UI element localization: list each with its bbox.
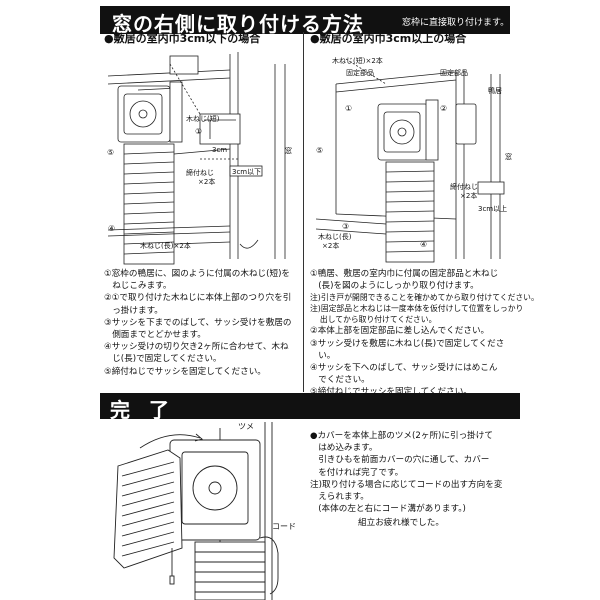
page-title: 窓の右側に取り付ける方法 <box>112 12 364 36</box>
step-line: えられます。 <box>310 492 369 503</box>
left-heading: ●敷居の室内巾3cm以下の場合 <box>104 32 261 45</box>
left-label-step-1: ① <box>195 127 203 136</box>
step-line: (本体の左と右にコード溝があります。) <box>310 504 466 515</box>
left-label-wood-screw-short: 木ねじ(短) <box>186 115 220 123</box>
right-label-wood-screw-long: 木ねじ(長) <box>318 233 352 241</box>
left-label-tighten-screw: 締付ねじ <box>186 169 214 177</box>
left-steps: ①窓枠の鴨居に、図のように付属の木ねじ(短)を ねじこみます。 ②①で取り付けた… <box>104 268 302 378</box>
right-steps: ①鴨居、敷居の室内巾に付属の固定部品と木ねじ (長)を図のようにしっかり取り付け… <box>310 268 539 399</box>
right-label-fixing-part: 固定部品 <box>346 69 374 77</box>
complete-steps: ●カバーを本体上部のツメ(2ヶ所)に引っ掛けて はめ込みます。 引きひもを前面カ… <box>310 430 520 515</box>
right-label-tighten-screw: 締付ねじ <box>450 183 478 191</box>
left-label-wood-screw-long: 木ねじ(長)×2本 <box>140 242 191 250</box>
note-line: 注)引き戸が開閉できることを確かめてから取り付けてください。 <box>310 293 539 303</box>
complete-header: 完 了 <box>100 393 520 422</box>
right-label-x2: ×2本 <box>460 192 478 200</box>
right-label-fixing-part-2: 固定部品 <box>440 69 468 77</box>
right-diagram <box>315 58 505 263</box>
step-line: 注)取り付ける場合に応じてコードの出す方向を変 <box>310 479 503 490</box>
step-line: ④サッシ受けの切り欠き2ヶ所に合わせて、木ね <box>104 342 289 353</box>
page-subtitle: 窓枠に直接取り付けます。 <box>402 18 510 28</box>
step-line: を付ければ完了です。 <box>310 467 404 478</box>
note-line: 注)固定部品と木ねじは一度本体を仮付けして位置をしっかり <box>310 304 524 314</box>
page-header: 窓の右側に取り付ける方法 窓枠に直接取り付けます。 <box>100 6 510 36</box>
step-line: ④サッシを下へのばして、サッシ受けにはめこん <box>310 363 498 374</box>
right-label-window: 窓 <box>505 153 512 161</box>
right-label-wood-screw-short: 木ねじ(短)×2本 <box>332 57 383 65</box>
step-line: ③サッシを下までのばして、サッシ受けを敷居の <box>104 317 292 328</box>
right-heading: ●敷居の室内巾3cm以上の場合 <box>310 32 467 45</box>
step-line: 側面までとどかせます。 <box>104 330 206 341</box>
step-line: ②①で取り付けた木ねじに本体上部のつり穴を引 <box>104 293 292 304</box>
right-label-step-5: ⑤ <box>316 146 324 155</box>
step-line: 引きひもを前面カバーの穴に通して、カバー <box>310 455 490 466</box>
left-label-step-4: ④ <box>108 224 116 233</box>
step-line: ●カバーを本体上部のツメ(2ヶ所)に引っ掛けて <box>310 431 493 441</box>
note-line: 出してから取り付けてください。 <box>310 315 437 325</box>
right-label-step-4: ④ <box>420 240 428 249</box>
step-line: ⑤締付ねじでサッシを固定してください。 <box>104 366 266 377</box>
left-label-3cm-below: 3cm以下 <box>232 168 262 176</box>
right-label-step-2: ② <box>440 104 448 113</box>
left-label-3cm: 3cm <box>212 146 228 154</box>
step-line: でください。 <box>310 375 370 386</box>
column-divider <box>303 32 304 392</box>
step-line: い。 <box>310 350 336 361</box>
step-line: ⑤締付ねじでサッシを固定してください。 <box>310 386 520 398</box>
step-line: ①鴨居、敷居の室内巾に付属の固定部品と木ねじ <box>310 269 499 279</box>
right-label-3cm-above: 3cm以上 <box>478 205 508 213</box>
left-label-step-5: ⑤ <box>107 148 115 157</box>
complete-diagram <box>113 422 279 600</box>
left-label-window: 窓 <box>285 147 292 155</box>
step-line: ①窓枠の鴨居に、図のように付属の木ねじ(短)を <box>104 269 291 279</box>
right-label-step-3: ③ <box>342 222 350 231</box>
complete-title: 完 了 <box>110 398 175 422</box>
step-line: じ(長)で固定してください。 <box>104 354 222 365</box>
thanks-message: 組立お疲れ様でした。 <box>358 518 444 528</box>
step-line: ねじこみます。 <box>104 281 172 292</box>
label-tsume: ツメ <box>238 422 254 431</box>
step-line: ②本体上部を固定部品に差し込んでください。 <box>310 326 490 337</box>
right-label-lintel: 鴨居 <box>488 87 502 95</box>
step-line: ③サッシ受けを敷居に木ねじ(長)で固定してくださ <box>310 338 505 349</box>
right-label-step-1: ① <box>345 104 353 113</box>
left-label-x2: ×2本 <box>198 178 216 186</box>
step-line: (長)を図のようにしっかり取り付けます。 <box>310 281 479 292</box>
step-line: っ掛けます。 <box>104 305 163 316</box>
right-label-x2b: ×2本 <box>322 242 340 250</box>
left-diagram <box>107 52 286 265</box>
step-line: はめ込みます。 <box>310 443 378 454</box>
label-cord: コード <box>272 522 296 531</box>
